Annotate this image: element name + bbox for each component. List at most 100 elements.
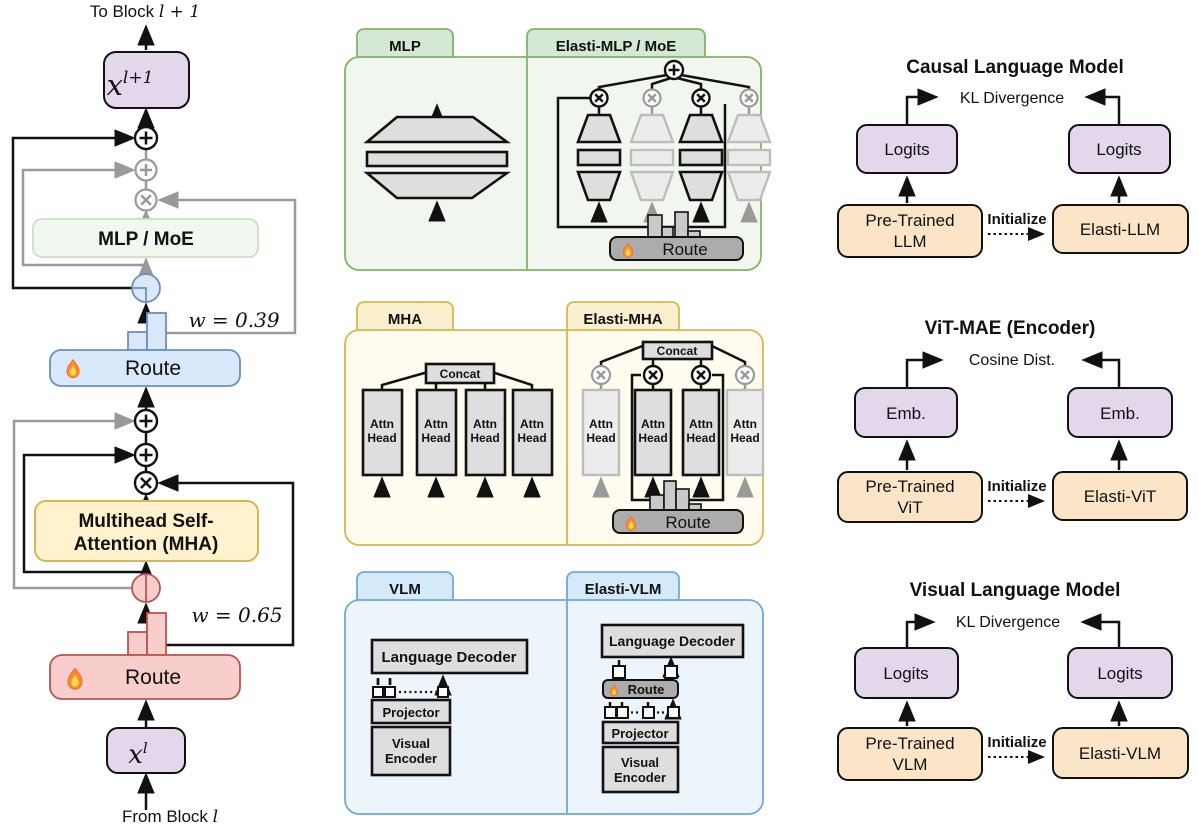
dense-mlp-glyph <box>363 103 512 222</box>
elasti-attn-head-2-active: Attn Head <box>633 364 673 498</box>
pretrained-box <box>837 471 983 523</box>
svg-text:Attn: Attn <box>689 417 713 431</box>
elasti-attn-head-3-active: Attn Head <box>681 364 721 498</box>
emb-to-loss-right <box>1081 351 1121 388</box>
svg-text:VLM: VLM <box>893 755 928 774</box>
svg-text:Encoder: Encoder <box>385 751 437 766</box>
initialize-label: Initialize <box>987 478 1046 495</box>
svg-text:Attn: Attn <box>641 417 665 431</box>
elasti-projector-label: Projector <box>611 726 668 741</box>
dense-vlm-glyph: Language Decoder Projector Visual Encode… <box>370 638 529 777</box>
token-row <box>372 686 449 698</box>
section-title: Causal Language Model <box>906 57 1123 78</box>
concat-box <box>424 362 496 385</box>
logits-to-loss-right <box>1084 88 1121 125</box>
initialize-label: Initialize <box>987 211 1046 228</box>
route-weight-wire-mha <box>157 474 295 647</box>
svg-text:Encoder: Encoder <box>614 770 666 785</box>
svg-text:Elasti-LLM: Elasti-LLM <box>1080 220 1160 239</box>
logits-to-loss-right <box>1080 613 1121 648</box>
route-red-label: Route <box>125 666 181 689</box>
tab-elasti-mha-label: Elasti-MHA <box>583 311 662 328</box>
svg-text:Logits: Logits <box>884 140 929 159</box>
tab-mha-label: MHA <box>388 311 422 328</box>
x-in-label: xl <box>128 739 148 770</box>
mlp-moe-label: MLP / MoE <box>98 229 194 250</box>
svg-text:Attn: Attn <box>424 417 448 431</box>
elastic-box <box>1052 727 1189 779</box>
emb-box-right <box>1067 387 1173 438</box>
loss-label: KL Divergence <box>960 90 1064 107</box>
x-next-box: xl+1 <box>103 51 190 109</box>
sum-node <box>663 59 685 81</box>
svg-text:Head: Head <box>638 431 667 445</box>
router-bars-mha <box>649 480 702 511</box>
tab-elasti-mlp-label: Elasti-MLP / MoE <box>556 38 677 55</box>
expert-1-active <box>576 88 622 223</box>
expert-3-active <box>678 88 724 223</box>
x-next-rect <box>103 51 190 109</box>
initialize-label: Initialize <box>987 734 1046 751</box>
svg-text:Logits: Logits <box>1097 664 1142 683</box>
logits-to-loss-left <box>905 613 936 648</box>
svg-text:Head: Head <box>421 431 450 445</box>
token-to-route-arrows <box>608 702 673 707</box>
loss-label: KL Divergence <box>956 614 1060 631</box>
residual-skip-black-bottom <box>22 446 146 574</box>
mlp-moe-faded-box: MLP / MoE <box>32 218 259 258</box>
svg-text:Emb.: Emb. <box>1100 404 1140 423</box>
projector-box <box>370 698 452 725</box>
logits-box-left <box>856 124 958 174</box>
concat-elasti-label: Concat <box>657 344 698 358</box>
emb-box-left <box>854 387 958 438</box>
svg-text:Head: Head <box>586 431 615 445</box>
logits-box-right <box>1067 647 1173 699</box>
transformer-block-diagram: To Block l + 1 xl+1 MLP / MoE w = 0.39 R… <box>11 2 297 827</box>
residual-skip-gray-top <box>21 161 146 267</box>
weight-mlp-label: w = 0.39 <box>188 308 279 332</box>
split-node-blue <box>131 273 161 303</box>
x-in-box: xl <box>106 727 186 774</box>
section-title: ViT-MAE (Encoder) <box>925 318 1096 339</box>
concat-box-elasti <box>641 340 714 361</box>
svg-text:Pre-Trained: Pre-Trained <box>865 477 954 496</box>
residual-skip-gray-bottom <box>12 412 136 590</box>
pretrained-box <box>837 204 983 258</box>
section-causal-lm: Causal Language Model KL Divergence Logi… <box>837 57 1189 258</box>
residual-skip-black-top <box>11 129 136 290</box>
svg-text:Emb.: Emb. <box>886 404 926 423</box>
route-box-blue: Route <box>49 349 241 387</box>
svg-text:Head: Head <box>730 431 759 445</box>
svg-text:LLM: LLM <box>893 232 926 251</box>
mha-box: Multihead Self- Attention (MHA) <box>34 500 259 562</box>
elasti-language-decoder-label: Language Decoder <box>609 633 736 649</box>
svg-text:Attn: Attn <box>589 417 613 431</box>
svg-text:Attn: Attn <box>733 417 757 431</box>
loss-label: Cosine Dist. <box>969 352 1055 369</box>
x-next-label: xl+1 <box>107 68 154 102</box>
section-visual-lm: Visual Language Model KL Divergence Logi… <box>837 580 1189 781</box>
svg-text:Head: Head <box>517 431 546 445</box>
weight-mha-label: w = 0.65 <box>191 603 282 627</box>
svg-text:Elasti-VLM: Elasti-VLM <box>1079 744 1161 763</box>
mha-label-line2: Attention (MHA) <box>74 534 219 555</box>
add-node-black-low <box>133 442 159 468</box>
panel-mlp: MLP Elasti-MLP / MoE <box>344 28 772 271</box>
svg-text:Visual: Visual <box>392 736 430 751</box>
elasti-mlp-glyph: Route <box>556 59 772 261</box>
route-box-mha: Route <box>612 509 744 534</box>
attn-head-3: Attn Head <box>464 388 507 498</box>
section-vit-mae: ViT-MAE (Encoder) Cosine Dist. Emb. Emb.… <box>837 318 1188 523</box>
elasti-vlm-glyph: Language Decoder Route Projector Visual … <box>600 623 745 794</box>
tab-vlm-label: VLM <box>389 581 421 598</box>
from-block-label: From Block l <box>122 807 218 827</box>
svg-text:Head: Head <box>367 431 396 445</box>
route-blue-label: Route <box>125 357 181 380</box>
attn-head-1: Attn Head <box>361 388 404 498</box>
expert-4-inactive <box>726 88 772 223</box>
svg-text:Head: Head <box>470 431 499 445</box>
times-node-black <box>133 470 159 496</box>
svg-text:Attn: Attn <box>370 417 394 431</box>
router-bars-mlp <box>647 211 701 238</box>
